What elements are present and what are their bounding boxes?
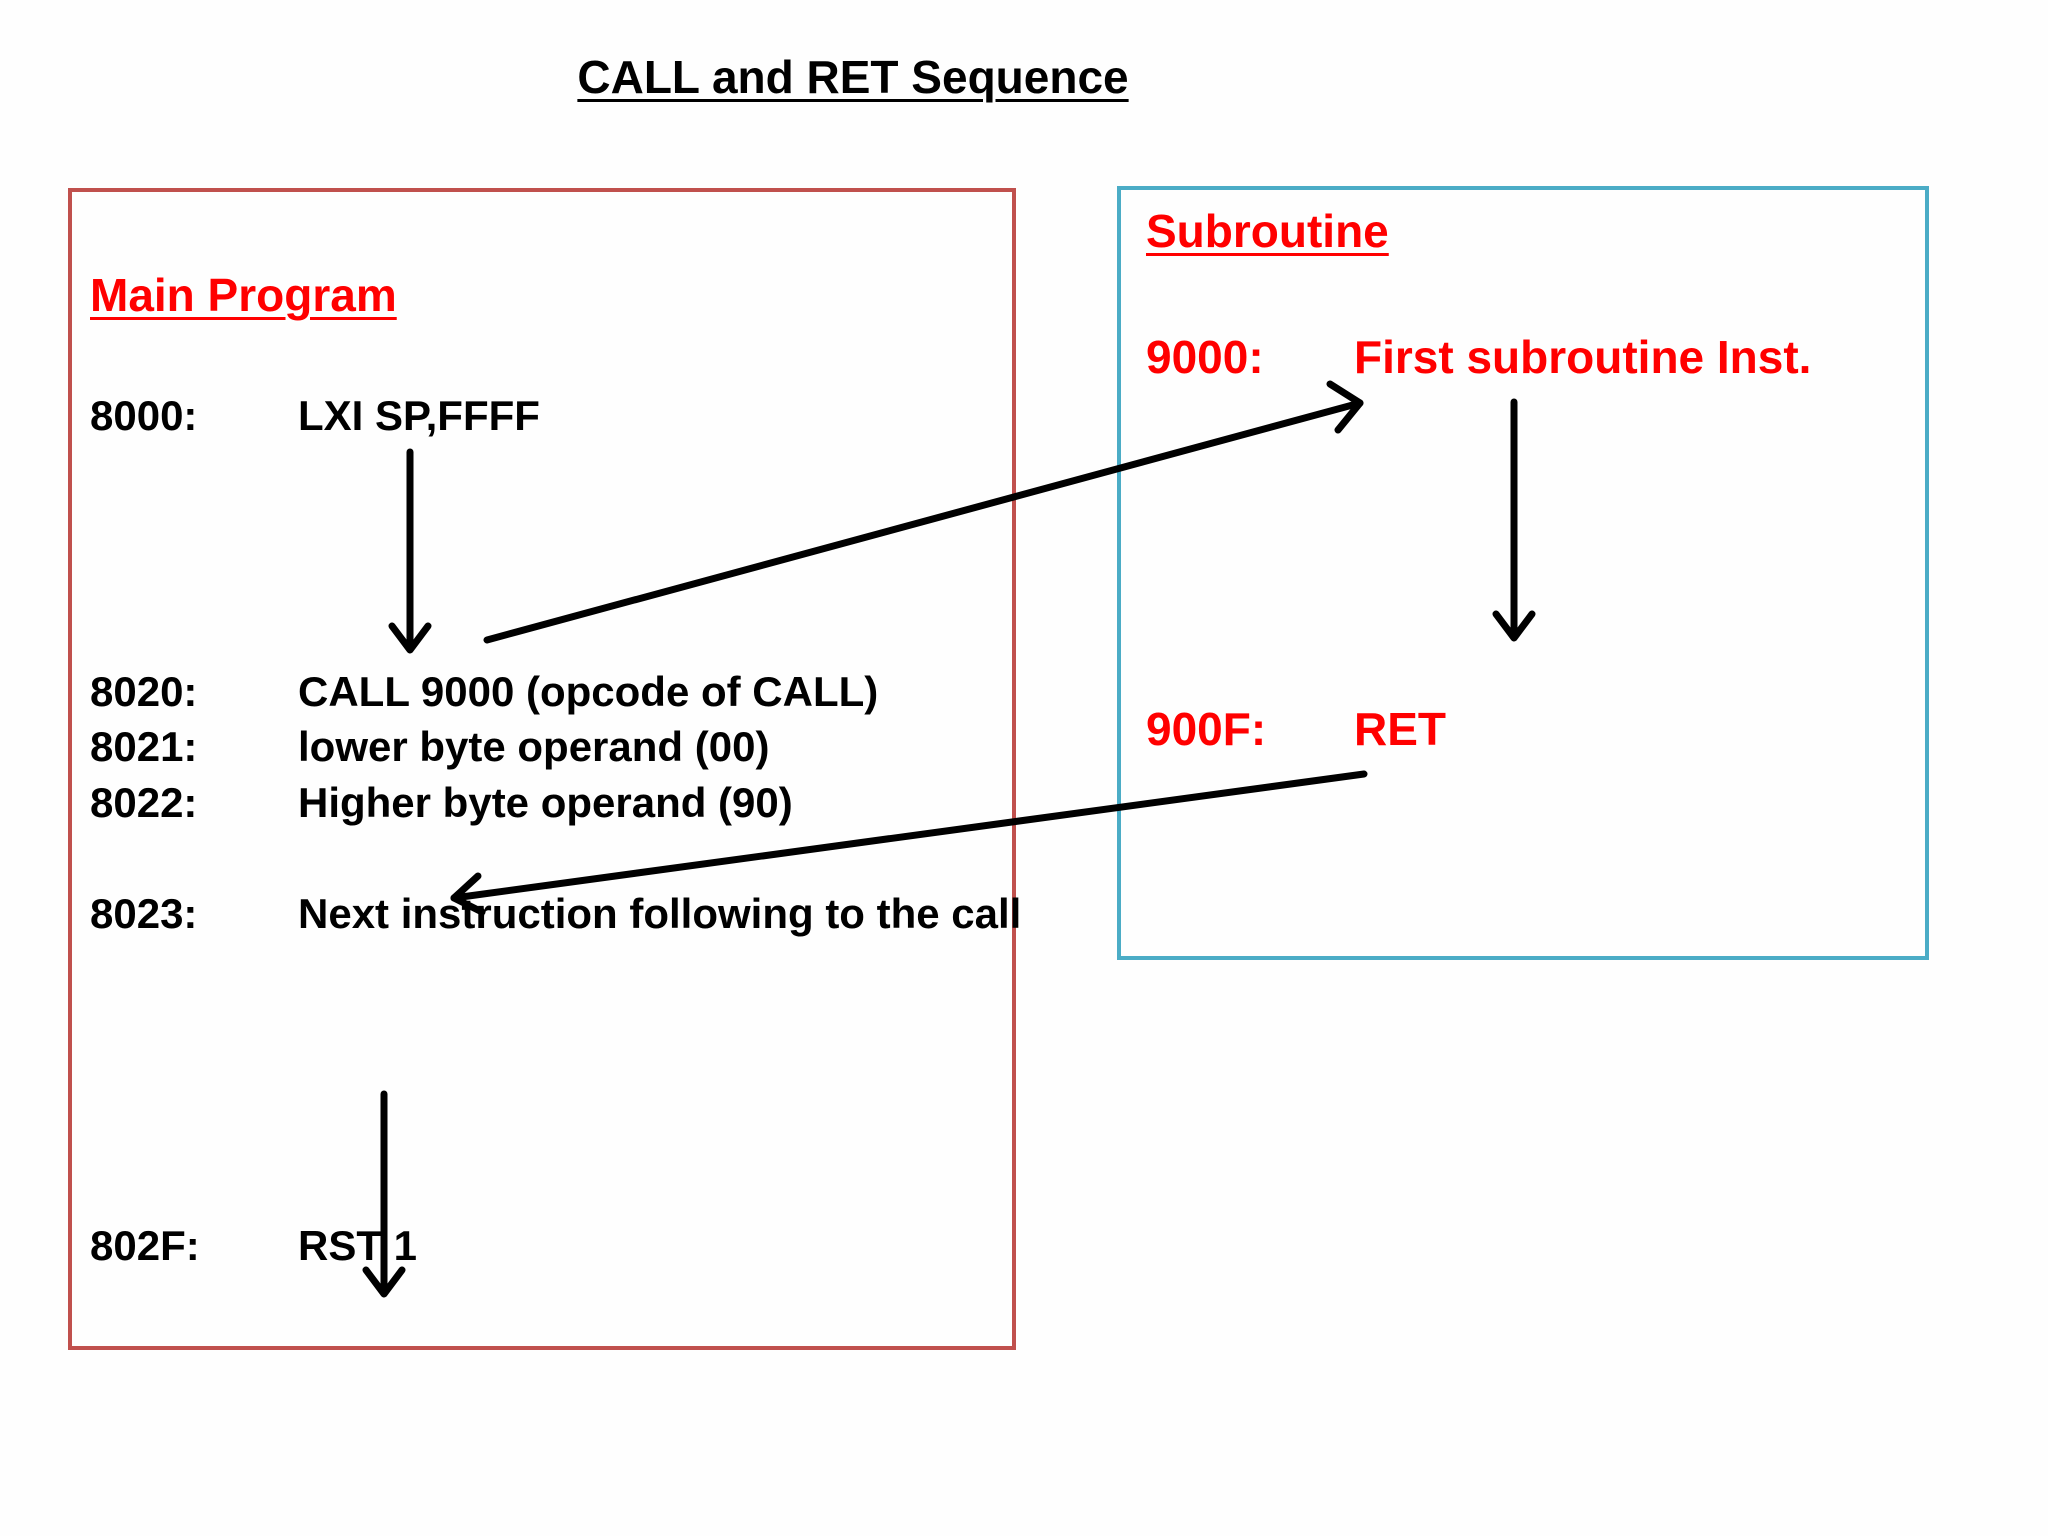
call-arrow <box>483 380 1364 644</box>
main-program-heading: Main Program <box>90 269 397 321</box>
down-arrow-main-1 <box>388 448 432 654</box>
instruction-text: First subroutine Inst. <box>1354 331 1812 383</box>
down-arrow-main-2 <box>362 1090 406 1298</box>
address-label: 802F: <box>90 1222 200 1269</box>
ret-arrow <box>450 770 1368 916</box>
down-arrow-sub <box>1492 398 1536 642</box>
instruction-text: CALL 9000 (opcode of CALL) <box>298 668 879 715</box>
instruction-text: Next instruction following to the call <box>298 890 1022 937</box>
address-label: 8000: <box>90 392 198 439</box>
instruction-text: RST 1 <box>298 1222 418 1269</box>
address-label: 9000: <box>1146 331 1264 383</box>
address-label: 8022: <box>90 779 198 826</box>
subroutine-box <box>1117 186 1929 960</box>
instruction-text: LXI SP,FFFF <box>298 392 540 439</box>
instruction-text: RET <box>1354 703 1446 755</box>
instruction-text: Higher byte operand (90) <box>298 779 793 826</box>
instruction-text: lower byte operand (00) <box>298 723 770 770</box>
address-label: 900F: <box>1146 703 1267 755</box>
main-program-box <box>68 188 1016 1350</box>
diagram-title: CALL and RET Sequence <box>577 51 1129 103</box>
address-label: 8020: <box>90 668 198 715</box>
address-label: 8023: <box>90 890 198 937</box>
subroutine-heading: Subroutine <box>1146 205 1389 257</box>
address-label: 8021: <box>90 723 198 770</box>
